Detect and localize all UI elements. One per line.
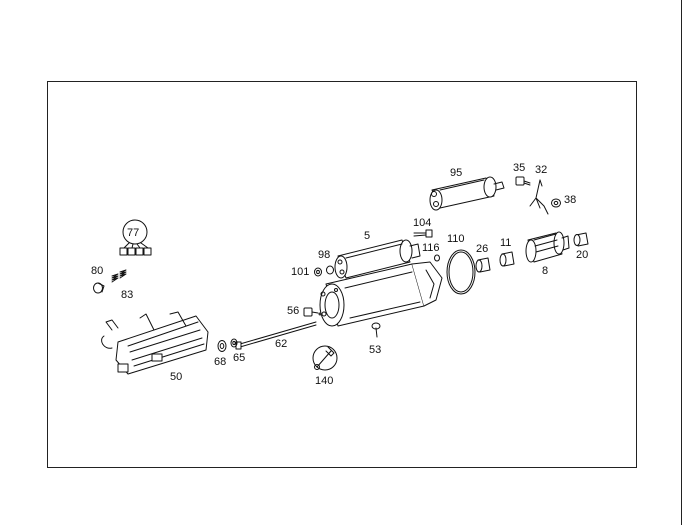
callout-104: 104 xyxy=(413,217,431,229)
callout-11: 11 xyxy=(500,237,511,249)
right-edge-rule xyxy=(681,0,682,525)
wrench-icon xyxy=(312,345,338,371)
part-5-solenoid[interactable] xyxy=(334,239,421,279)
part-35-bolt[interactable] xyxy=(515,176,531,186)
callout-68: 68 xyxy=(214,356,226,368)
callout-77: 77 xyxy=(127,227,139,239)
callout-140: 140 xyxy=(315,375,333,387)
part-20-bushing[interactable] xyxy=(573,232,589,247)
callout-53: 53 xyxy=(369,344,381,356)
part-95-solenoid[interactable] xyxy=(429,176,505,211)
callout-83: 83 xyxy=(121,289,133,301)
callout-50: 50 xyxy=(170,371,182,383)
part-53-screw[interactable] xyxy=(371,322,381,338)
part-8-pinion[interactable] xyxy=(525,231,570,263)
part-65-washer[interactable] xyxy=(230,338,238,348)
callout-95: 95 xyxy=(450,167,462,179)
part-98-nut[interactable] xyxy=(326,265,334,275)
part-56-bolt[interactable] xyxy=(303,307,322,317)
callout-35: 35 xyxy=(513,162,525,174)
callout-101: 101 xyxy=(291,266,309,278)
part-50-brush-holder[interactable] xyxy=(101,311,209,375)
part-62-tie-bolt[interactable] xyxy=(235,321,317,350)
diagram-frame xyxy=(47,81,637,468)
callout-110: 110 xyxy=(447,233,465,245)
part-80-clip[interactable] xyxy=(93,282,105,294)
part-38-washer[interactable] xyxy=(551,198,561,208)
callout-98: 98 xyxy=(318,249,330,261)
callout-32: 32 xyxy=(535,164,547,176)
part-32-fork[interactable] xyxy=(529,179,549,215)
callout-38: 38 xyxy=(564,194,576,206)
part-104-screw[interactable] xyxy=(413,229,433,238)
part-110-oring[interactable] xyxy=(446,249,476,295)
part-77-brushes[interactable] xyxy=(119,219,152,256)
part-68-washer[interactable] xyxy=(217,340,227,352)
part-116-small-ring[interactable] xyxy=(434,254,440,262)
starter-motor-body[interactable] xyxy=(319,261,443,327)
callout-56: 56 xyxy=(287,305,299,317)
callout-116: 116 xyxy=(422,242,440,254)
callout-80: 80 xyxy=(91,265,103,277)
part-83-springs[interactable] xyxy=(111,269,127,283)
callout-20: 20 xyxy=(576,249,588,261)
callout-5: 5 xyxy=(364,230,370,242)
part-101-washer[interactable] xyxy=(314,267,322,277)
part-11-bushing[interactable] xyxy=(499,251,515,267)
callout-26: 26 xyxy=(476,243,488,255)
part-26-bushing[interactable] xyxy=(475,257,491,273)
callout-62: 62 xyxy=(275,338,287,350)
callout-65: 65 xyxy=(233,352,245,364)
callout-8: 8 xyxy=(542,265,548,277)
